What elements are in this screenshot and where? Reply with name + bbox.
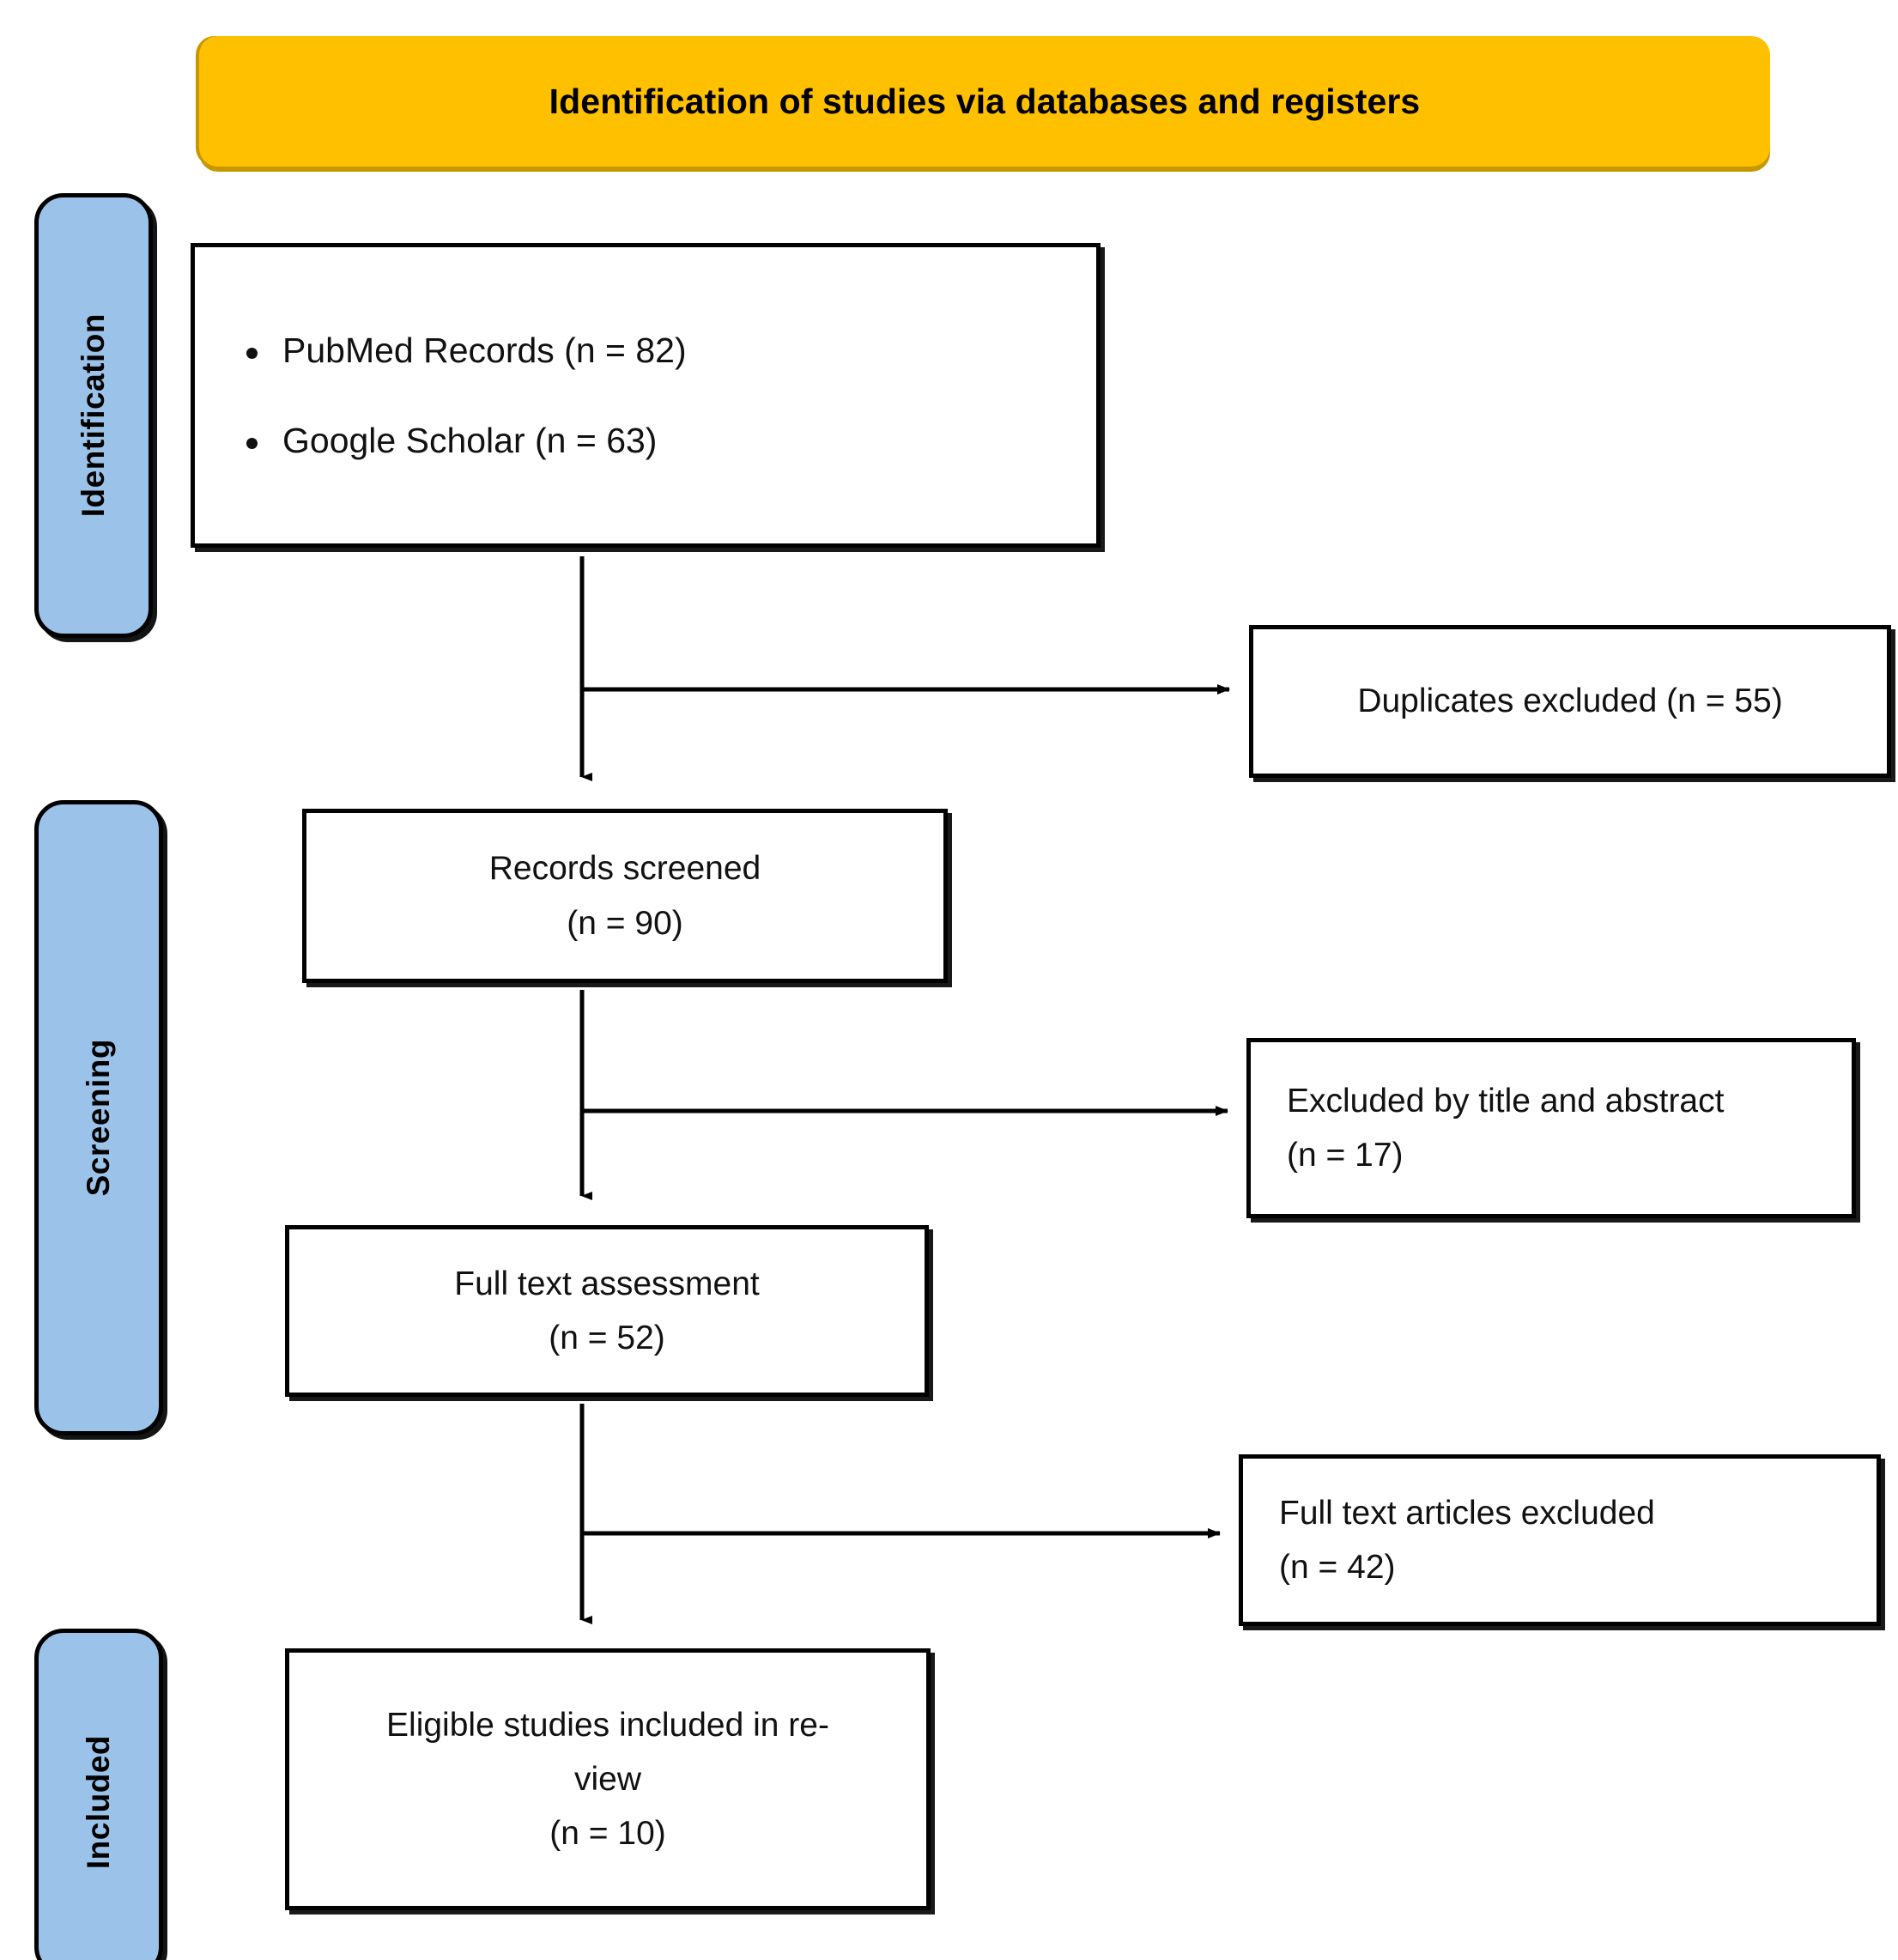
box-full-text-articles-excluded: Full text articles excluded (n = 42) bbox=[1239, 1454, 1881, 1626]
box-line: (n = 52) bbox=[549, 1320, 665, 1356]
box-line: Records screened bbox=[488, 850, 761, 888]
box-line: Full text articles excluded bbox=[1279, 1494, 1655, 1532]
list-item: PubMed Records (n = 82) bbox=[246, 332, 1096, 368]
banner-title: Identification of studies via databases … bbox=[549, 81, 1421, 121]
box-full-text-assessment: Full text assessment (n = 52) bbox=[285, 1225, 929, 1397]
box-eligible-studies-included: Eligible studies included in re- view (n… bbox=[285, 1648, 931, 1910]
box-line: (n = 10) bbox=[549, 1815, 666, 1853]
stage-pill-identification: Identification bbox=[34, 193, 153, 638]
source-list: PubMed Records (n = 82) Google Scholar (… bbox=[195, 332, 1096, 458]
stage-pill-included: Included bbox=[34, 1629, 163, 1960]
box-line: Full text assessment bbox=[454, 1265, 760, 1302]
box-records-screened: Records screened (n = 90) bbox=[302, 809, 948, 983]
stage-label-identification: Identification bbox=[76, 313, 111, 518]
box-line: (n = 17) bbox=[1287, 1137, 1404, 1174]
box-identification-sources: PubMed Records (n = 82) Google Scholar (… bbox=[191, 243, 1101, 548]
box-line: Duplicates excluded (n = 55) bbox=[1357, 683, 1783, 720]
stage-label-included: Included bbox=[81, 1735, 116, 1870]
box-line: (n = 42) bbox=[1279, 1549, 1396, 1586]
stage-label-screening: Screening bbox=[81, 1039, 116, 1197]
box-excluded-title-abstract: Excluded by title and abstract (n = 17) bbox=[1246, 1038, 1856, 1218]
list-item: Google Scholar (n = 63) bbox=[246, 422, 1096, 458]
box-line: view bbox=[573, 1760, 642, 1798]
stage-pill-screening: Screening bbox=[34, 800, 163, 1435]
box-line: Eligible studies included in re- bbox=[386, 1706, 829, 1744]
box-line: (n = 90) bbox=[567, 904, 683, 942]
box-line: Excluded by title and abstract bbox=[1287, 1082, 1725, 1120]
box-duplicates-excluded: Duplicates excluded (n = 55) bbox=[1249, 625, 1891, 778]
header-banner: Identification of studies via databases … bbox=[199, 36, 1770, 167]
